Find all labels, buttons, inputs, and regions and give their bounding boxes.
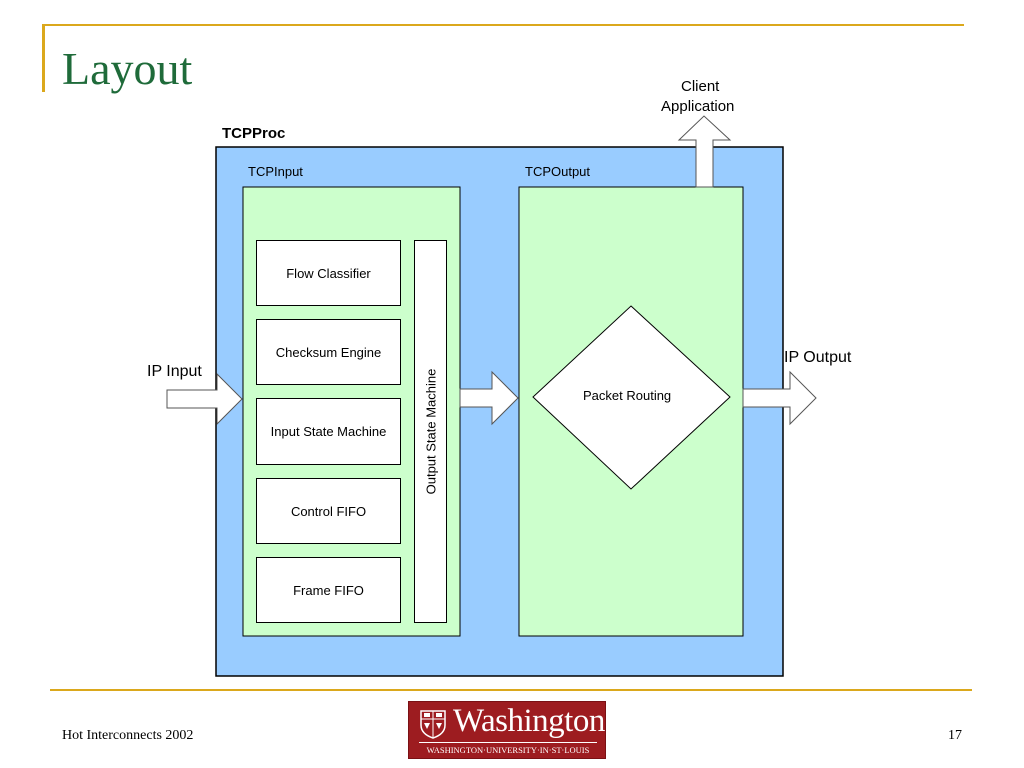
client-app-label-line2: Application bbox=[661, 98, 735, 115]
flow-classifier-block: Flow Classifier bbox=[256, 240, 401, 306]
output-state-machine-block: Output State Machine bbox=[414, 240, 447, 623]
slide-title: Layout bbox=[62, 43, 193, 94]
packet-routing-label: Packet Routing bbox=[583, 388, 672, 403]
ip-output-arrow bbox=[742, 370, 817, 426]
client-app-label-line1: Client bbox=[681, 78, 720, 95]
ip-input-label: IP Input bbox=[147, 363, 202, 380]
ip-input-arrow bbox=[166, 372, 243, 426]
tcpinput-label: TCPInput bbox=[248, 164, 303, 179]
internal-arrow bbox=[459, 370, 519, 426]
frame-fifo-block: Frame FIFO bbox=[256, 557, 401, 623]
output-state-machine-label: Output State Machine bbox=[423, 368, 438, 495]
ip-output-label: IP Output bbox=[784, 349, 852, 366]
title-accent-bar bbox=[42, 24, 45, 92]
checksum-engine-block: Checksum Engine bbox=[256, 319, 401, 385]
control-fifo-block: Control FIFO bbox=[256, 478, 401, 544]
logo-wordmark: Washington bbox=[453, 703, 605, 739]
footer-conference: Hot Interconnects 2002 bbox=[62, 728, 194, 743]
client-app-arrow bbox=[677, 115, 732, 188]
tcpoutput-label: TCPOutput bbox=[525, 164, 591, 179]
top-rule bbox=[42, 24, 964, 26]
university-seal-icon bbox=[420, 710, 446, 739]
bottom-rule bbox=[50, 689, 972, 691]
logo-tagline: WASHINGTON·UNIVERSITY·IN·ST·LOUIS bbox=[419, 742, 597, 755]
input-state-machine-block: Input State Machine bbox=[256, 398, 401, 465]
washington-university-logo: Washington WASHINGTON·UNIVERSITY·IN·ST·L… bbox=[408, 701, 606, 759]
page-number: 17 bbox=[948, 728, 962, 743]
tcpproc-label: TCPProc bbox=[222, 125, 286, 142]
packet-routing-diamond bbox=[532, 305, 731, 490]
